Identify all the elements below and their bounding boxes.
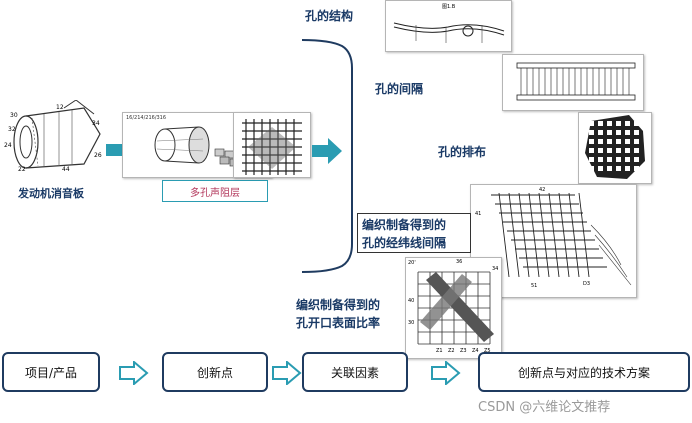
weave-spacing-label-line2: 孔的经纬线间隔 bbox=[362, 236, 447, 250]
engine-sketch bbox=[13, 99, 101, 169]
weave-sketch bbox=[491, 192, 632, 286]
engine-num: 26 bbox=[94, 152, 102, 159]
open-ratio-label-line1: 编织制备得到的 bbox=[296, 298, 381, 312]
flow-arrow-icon bbox=[431, 361, 461, 385]
hole-structure-label: 孔的结构 bbox=[305, 9, 354, 23]
flow-arrow-icon bbox=[119, 361, 149, 385]
engine-num: 44 bbox=[62, 166, 70, 173]
mesh-figure bbox=[233, 112, 311, 178]
figure-num: Z1 bbox=[436, 348, 443, 354]
open-ratio-figure: 20' 36 34 40 30 Z1 Z2 Z3 Z4 Z5 bbox=[405, 257, 502, 359]
figure-num: 41 bbox=[475, 211, 482, 217]
figure-num: Z4 bbox=[472, 348, 479, 354]
flow-box-label: 项目/产品 bbox=[24, 365, 78, 380]
grouping-brace bbox=[301, 39, 353, 273]
figure-num: D3 bbox=[583, 281, 591, 287]
flow-arrow-icon bbox=[272, 361, 302, 385]
hole-structure-figure: 图1.B bbox=[385, 0, 512, 52]
flow-box-label: 关联因素 bbox=[330, 365, 379, 380]
porous-layer-label: 多孔声阻层 bbox=[190, 187, 240, 199]
open-ratio-label-line2: 孔开口表面比率 bbox=[296, 316, 381, 330]
figure-num: 36 bbox=[456, 259, 463, 265]
hole-arrangement-sketch bbox=[585, 115, 645, 179]
mesh-sketch bbox=[242, 119, 302, 175]
engine-num: 32 bbox=[8, 126, 16, 133]
hole-spacing-label: 孔的间隔 bbox=[375, 82, 424, 96]
weave-spacing-label-box bbox=[357, 213, 471, 253]
right-arrow-icon bbox=[312, 138, 342, 164]
engine-label: 发动机消音板 bbox=[18, 187, 84, 200]
figure-num: 20' bbox=[408, 260, 416, 266]
figure-num: 42 bbox=[539, 187, 546, 193]
engine-figure: 30 12 24 26 22 44 32 34 bbox=[4, 99, 106, 180]
engine-num: 12 bbox=[56, 104, 64, 111]
hole-spacing-figure bbox=[502, 54, 644, 111]
hole-spacing-sketch bbox=[516, 62, 636, 101]
figure-caption: 图1.B bbox=[442, 4, 456, 10]
flow-box-label: 创新点 bbox=[196, 365, 233, 380]
weave-spacing-label-line1: 编织制备得到的 bbox=[362, 218, 447, 232]
flow-box-solution: 创新点与对应的技术方案 bbox=[478, 352, 690, 392]
hole-arrangement-label: 孔的排布 bbox=[438, 145, 487, 159]
engine-num: 30 bbox=[10, 112, 18, 119]
engine-num: 34 bbox=[92, 120, 100, 127]
hole-structure-sketch bbox=[393, 22, 505, 43]
engine-num: 24 bbox=[4, 142, 12, 149]
figure-num: Z2 bbox=[448, 348, 455, 354]
flow-box-innovation: 创新点 bbox=[162, 352, 268, 392]
watermark: CSDN @六维论文推荐 bbox=[478, 400, 611, 415]
figure-num: 40 bbox=[408, 298, 415, 304]
figure-num: 51 bbox=[531, 283, 538, 289]
figure-num: Z3 bbox=[460, 348, 467, 354]
porous-layer-caption-box: 多孔声阻层 bbox=[162, 180, 268, 202]
flow-box-factors: 关联因素 bbox=[302, 352, 408, 392]
figure-caption: 16/214/216/316 bbox=[126, 115, 167, 121]
flow-box-product: 项目/产品 bbox=[2, 352, 100, 392]
figure-num: Z5 bbox=[484, 348, 491, 354]
engine-num: 22 bbox=[18, 166, 26, 173]
open-ratio-sketch bbox=[417, 271, 494, 345]
figure-num: 34 bbox=[492, 266, 499, 272]
hole-arrangement-figure bbox=[578, 112, 652, 184]
flow-box-label: 创新点与对应的技术方案 bbox=[517, 365, 650, 380]
figure-num: 30 bbox=[408, 320, 415, 326]
